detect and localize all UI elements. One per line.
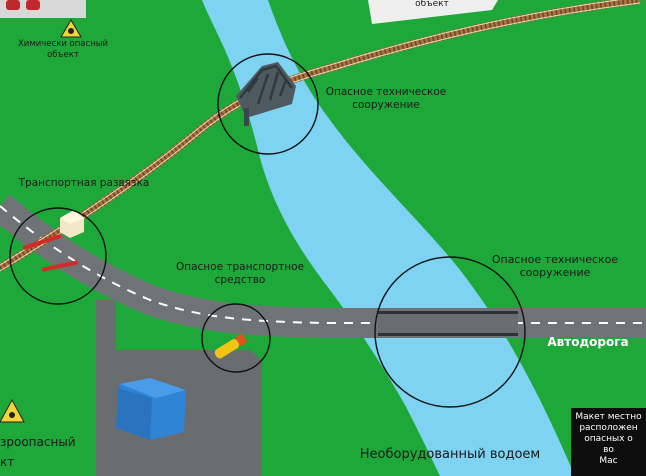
sign-board (368, 0, 498, 24)
label-chemical-object: Химически опасный (18, 39, 108, 49)
info-panel-line: во (603, 445, 614, 455)
label-explosive-object-2: кт (0, 455, 14, 469)
highlight-circle-bridge (217, 53, 319, 155)
label-chemical-object-2: объект (47, 50, 79, 60)
tanker-truck (214, 333, 248, 359)
highlight-circle-vehicle (201, 303, 271, 373)
crossing-booth (60, 210, 84, 238)
highlight-circle-road-bridge (374, 256, 526, 408)
info-panel-line: расположен (579, 423, 638, 433)
blue-building (116, 378, 186, 440)
info-panel-line: Мас (599, 456, 618, 466)
chemical-hazard-icon (60, 19, 82, 38)
info-panel: Макет местно расположен опасных о во Мас (571, 408, 646, 476)
label-road: Автодорога (547, 335, 628, 349)
label-hazard-structure-top-2: сооружение (352, 99, 420, 111)
red-indicator (26, 0, 40, 10)
label-hazard-structure-right: Опасное техническое (492, 253, 619, 266)
label-hazard-structure-right-2: сооружение (520, 266, 591, 279)
explosion-hazard-icon (0, 398, 25, 423)
info-panel-line: Макет местно (575, 412, 642, 422)
red-indicator (6, 0, 20, 10)
label-hazard-vehicle-2: средство (215, 274, 266, 286)
crossing-barrier (22, 233, 62, 251)
crossing-barrier (41, 260, 79, 272)
label-water-body: Необорудованный водоем (360, 447, 540, 462)
truss-bridge (236, 62, 296, 126)
label-top-object: объект (415, 0, 449, 9)
railway-sleepers (0, 0, 641, 272)
label-explosive-object: зроопасный (0, 435, 76, 449)
device-corner (0, 0, 86, 18)
river (202, 0, 575, 476)
highlight-circle-junction (9, 207, 107, 305)
label-transport-junction: Транспортная развязка (18, 177, 150, 189)
road-bridge (378, 311, 518, 336)
label-hazard-structure-top: Опасное техническое (326, 86, 447, 98)
info-panel-line: опасных о (584, 434, 633, 444)
label-hazard-vehicle: Опасное транспортное (176, 261, 304, 273)
